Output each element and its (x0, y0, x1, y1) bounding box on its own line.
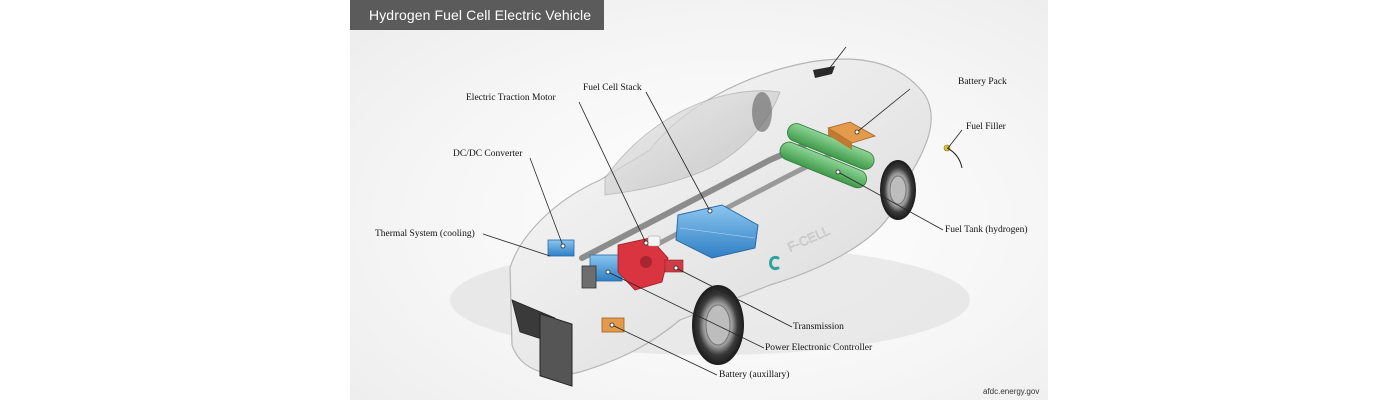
coolant-reservoir (647, 235, 661, 247)
hydrogen-tank (779, 141, 867, 189)
rear-wheel-hub (889, 175, 907, 205)
diagram-title: Hydrogen Fuel Cell Electric Vehicle (369, 7, 592, 23)
leader-line-fuel-cell (645, 91, 711, 212)
leader-line-battery-pack (856, 88, 911, 133)
leader-dots (560, 129, 860, 328)
leader-dot (854, 129, 860, 135)
leader-lines (482, 46, 963, 376)
fcell-logo-icon (769, 255, 780, 271)
motor-shaft (640, 256, 652, 268)
leader-dot (605, 269, 611, 275)
hydrogen-tanks (779, 123, 875, 189)
title-bar: Hydrogen Fuel Cell Electric Vehicle (350, 0, 604, 30)
vehicle-illustration: F-CELL (450, 46, 970, 387)
stack-ridge (679, 227, 756, 239)
leader-line-thermal (482, 233, 551, 257)
leader-dot (609, 322, 615, 328)
label-transmission: Transmission (793, 322, 844, 332)
source-credit: afdc.energy.gov (983, 387, 1040, 396)
label-battery-auxiliary: Battery (auxillary) (719, 370, 790, 380)
windshield-glass (604, 90, 781, 196)
label-dc-dc-converter: DC/DC Converter (453, 149, 523, 159)
label-fuel-tank: Fuel Tank (hydrogen) (945, 225, 1028, 235)
label-fuel-cell-stack: Fuel Cell Stack (583, 83, 642, 93)
leader-line-transmission (675, 267, 793, 328)
roof-antenna-fin (813, 66, 835, 78)
leader-line-aux-battery (611, 324, 718, 376)
leader-dot (673, 265, 679, 271)
label-thermal-system: Thermal System (cooling) (375, 229, 475, 239)
label-electric-traction-motor: Electric Traction Motor (466, 93, 556, 103)
label-battery-pack: Battery Pack (958, 77, 1007, 87)
far-rear-wheel (752, 92, 772, 132)
fuel-filler-hose (946, 147, 963, 169)
dc-dc-converter-part (547, 239, 575, 257)
leader-line-fuel-tank (837, 171, 944, 231)
label-power-electronic-controller: Power Electronic Controller (765, 343, 873, 353)
controller-housing (581, 265, 597, 289)
leader-dot (560, 243, 566, 249)
thermal-radiator (539, 313, 573, 387)
leader-line-motor (578, 101, 647, 244)
front-wheel-hub (705, 304, 731, 346)
leader-line-roof (824, 46, 847, 75)
diagram-panel: F-CELL (350, 0, 1048, 400)
leader-line-fuel-filler (947, 129, 963, 149)
leader-dot (707, 208, 713, 214)
battery-pack-side (828, 128, 852, 150)
leader-dot (835, 169, 841, 175)
leader-line-controller (607, 271, 765, 349)
leader-dot (643, 240, 649, 246)
fuel-cell-stack-part (675, 204, 759, 259)
label-fuel-filler: Fuel Filler (966, 122, 1006, 132)
leader-line-dcdc (529, 157, 564, 247)
